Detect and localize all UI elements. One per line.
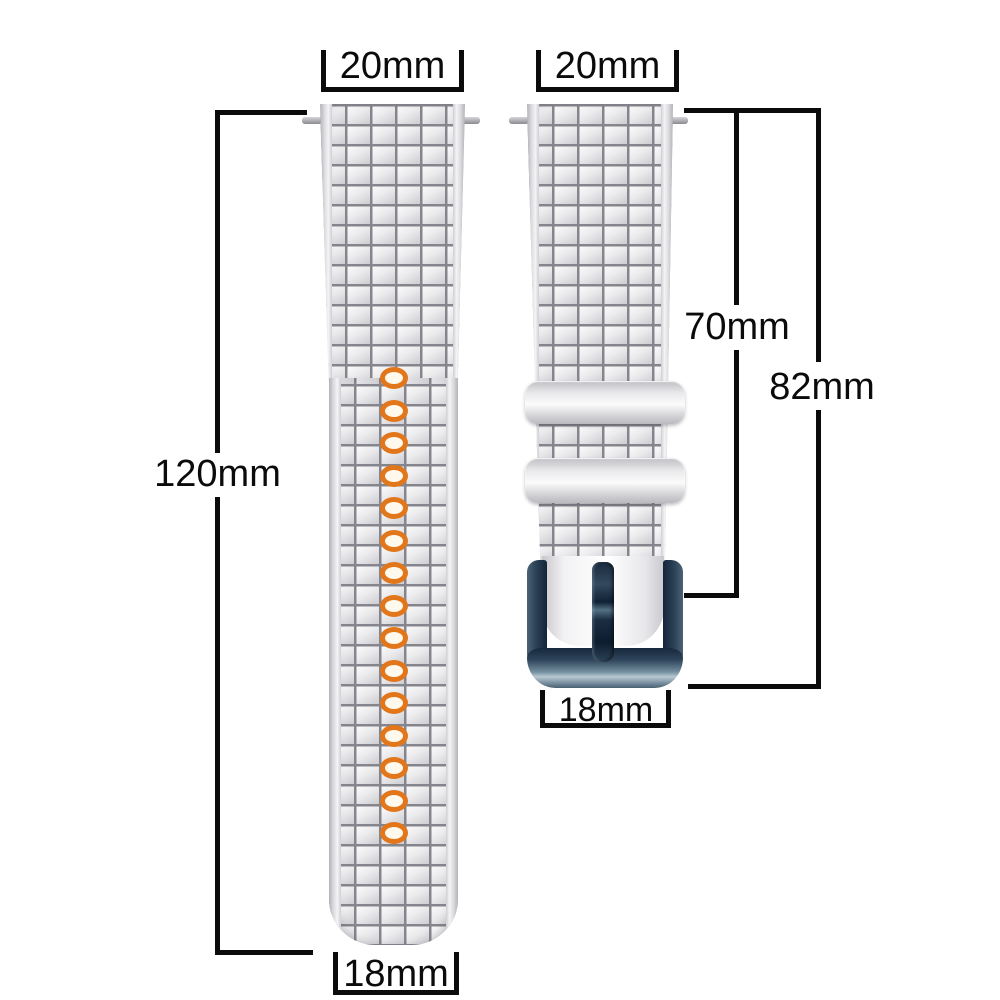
strap-hole: [380, 659, 408, 682]
springbar-pin-icon: [302, 117, 322, 124]
dim-18r-line: [540, 723, 671, 728]
dim-label-long-strap: 120mm: [154, 453, 281, 495]
dim-82-tick-bottom: [688, 684, 821, 689]
springbar-pin-icon: [668, 117, 688, 124]
buckle-left-arm: [527, 560, 547, 664]
strap-hole: [380, 822, 408, 844]
dim-18l-tick-left: [333, 952, 338, 995]
dim-82-line-lower: [816, 410, 821, 689]
dim-20l-line: [321, 87, 464, 92]
dim-120-line-upper: [215, 110, 220, 453]
springbar-pin-icon: [460, 117, 480, 124]
dim-70-line-upper: [734, 108, 739, 305]
strap-hole: [380, 399, 408, 422]
dim-label-buckle-width: 18mm: [558, 691, 654, 729]
strap-keeper-2: [525, 458, 685, 503]
strap-hole: [380, 724, 408, 747]
dim-20r-tick-right: [674, 50, 679, 92]
dim-18l-tick-right: [454, 952, 459, 995]
strap-hole: [380, 692, 408, 714]
dim-20l-tick-left: [321, 50, 326, 92]
strap-hole: [380, 594, 408, 617]
dim-82-line-upper: [816, 108, 821, 362]
dim-20l-tick-right: [459, 50, 464, 92]
buckle-prong: [592, 562, 614, 662]
dim-120-tick-bottom: [215, 950, 313, 955]
dim-120-tick-top: [215, 110, 307, 115]
strap-hole: [380, 757, 408, 779]
strap-hole: [380, 464, 408, 487]
strap-hole: [380, 562, 408, 584]
left-strap-lug-section: [320, 104, 465, 382]
dim-label-lug-left: 20mm: [339, 45, 446, 87]
dim-20r-line: [536, 87, 679, 92]
strap-keeper-1: [525, 381, 685, 424]
dim-label-lug-right: 20mm: [554, 45, 661, 87]
dim-label-to-buckle: 70mm: [684, 306, 790, 348]
dim-18r-tick-left: [540, 690, 545, 728]
dim-18r-tick-right: [666, 690, 671, 728]
strap-hole: [380, 789, 408, 812]
strap-hole: [380, 529, 408, 552]
dim-70-tick-bottom: [684, 593, 739, 598]
dim-label-tip-width: 18mm: [343, 953, 449, 995]
springbar-pin-icon: [509, 117, 529, 124]
dim-label-total-length: 82mm: [769, 366, 875, 408]
strap-hole: [380, 497, 408, 519]
dim-70-82-tick-top: [684, 108, 821, 113]
dim-70-line-lower: [734, 350, 739, 597]
strap-hole: [380, 367, 408, 389]
strap-hole: [380, 432, 408, 454]
dim-20r-tick-left: [536, 50, 541, 92]
strap-hole: [380, 627, 408, 649]
buckle-right-arm: [663, 560, 683, 664]
dim-18l-line: [333, 990, 459, 995]
dim-120-line-lower: [215, 497, 220, 950]
